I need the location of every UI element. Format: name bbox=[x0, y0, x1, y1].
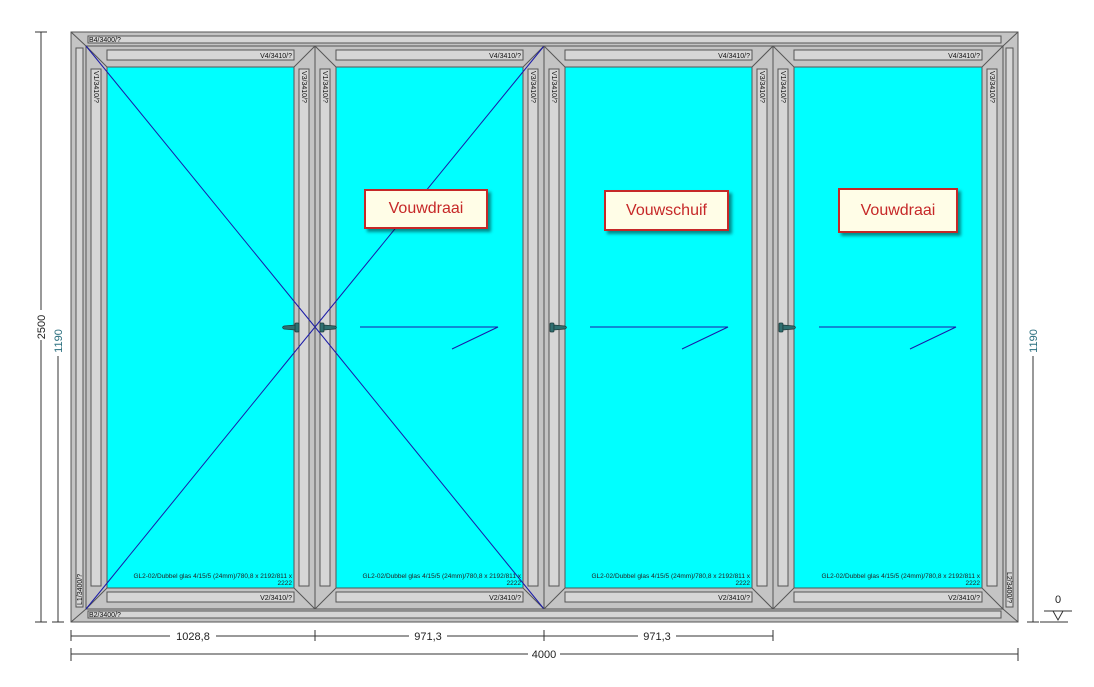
dimension-segment-3: 971,3 bbox=[643, 631, 671, 643]
panel-2: V4/3410/? V2/3410/? V1/3410/? V3/3410/? … bbox=[314, 45, 545, 610]
handle-icon bbox=[319, 322, 337, 333]
profile-label-top: V4/3410/? bbox=[718, 53, 750, 60]
glass-spec-label-size: 2222 bbox=[278, 580, 293, 587]
dimension-segment-1: 1028,8 bbox=[176, 631, 210, 643]
profile-label-right: V3/3410/? bbox=[988, 71, 995, 103]
sliding-arrow bbox=[590, 326, 729, 350]
glass-spec-label-size: 2222 bbox=[966, 580, 981, 587]
panel-3: V4/3410/? V2/3410/? V1/3410/? V3/3410/? … bbox=[543, 45, 774, 610]
profile-label-right: V3/3410/? bbox=[300, 71, 307, 103]
frame-label-top: B4/3400/? bbox=[89, 37, 121, 44]
panel-1: V4/3410/? V2/3410/? V1/3410/? V3/3410/? … bbox=[85, 45, 316, 610]
dimension-lines-vertical-right bbox=[1027, 326, 1068, 623]
dimension-total-height: 2500 bbox=[36, 315, 48, 339]
dimension-handle-height-left: 1190 bbox=[53, 329, 65, 353]
panel-type-label-vouwschuif: Vouwschuif bbox=[604, 190, 729, 231]
panel-type-label-vouwdraai: Vouwdraai bbox=[364, 189, 488, 229]
profile-label-right: V3/3410/? bbox=[529, 71, 536, 103]
dimension-total-width: 4000 bbox=[532, 649, 556, 661]
glass-pane bbox=[106, 66, 295, 589]
profile-label-bottom: V2/3410/? bbox=[489, 595, 521, 602]
dimension-segment-2: 971,3 bbox=[414, 631, 442, 643]
glass-spec-label-size: 2222 bbox=[736, 580, 751, 587]
glass-spec-label: GL2-02/Dubbel glas 4/15/5 (24mm)/780,8 x… bbox=[133, 573, 292, 580]
handle-icon bbox=[778, 322, 796, 333]
glass-spec-label-size: 2222 bbox=[507, 580, 522, 587]
profile-label-top: V4/3410/? bbox=[489, 53, 521, 60]
profile-label-right: V3/3410/? bbox=[758, 71, 765, 103]
glass-spec-label: GL2-02/Dubbel glas 4/15/5 (24mm)/780,8 x… bbox=[821, 573, 980, 580]
profile-label-bottom: V2/3410/? bbox=[948, 595, 980, 602]
opening-indicator-lines bbox=[314, 45, 545, 610]
level-marker-icon bbox=[1044, 610, 1072, 622]
sill-level-value: 0 bbox=[1055, 594, 1061, 606]
dimension-handle-height-right: 1190 bbox=[1028, 329, 1040, 353]
profile-label-left: V1/3410/? bbox=[550, 71, 557, 103]
frame-label-right: L2/3400/? bbox=[1005, 572, 1012, 603]
profile-label-left: V1/3410/? bbox=[779, 71, 786, 103]
profile-label-left: V1/3410/? bbox=[321, 71, 328, 103]
sliding-arrow bbox=[360, 326, 499, 350]
handle-icon bbox=[282, 322, 300, 333]
handle-icon bbox=[549, 322, 567, 333]
profile-label-top: V4/3410/? bbox=[948, 53, 980, 60]
profile-label-top: V4/3410/? bbox=[260, 53, 292, 60]
glass-spec-label: GL2-02/Dubbel glas 4/15/5 (24mm)/780,8 x… bbox=[362, 573, 521, 580]
glass-spec-label: GL2-02/Dubbel glas 4/15/5 (24mm)/780,8 x… bbox=[591, 573, 750, 580]
panel-type-label-vouwdraai-2: Vouwdraai bbox=[838, 188, 958, 233]
profile-label-bottom: V2/3410/? bbox=[260, 595, 292, 602]
frame-label-bottom: B2/3400/? bbox=[89, 612, 121, 619]
panel-4: V4/3410/? V2/3410/? V1/3410/? V3/3410/? … bbox=[772, 45, 1004, 610]
profile-label-bottom: V2/3410/? bbox=[718, 595, 750, 602]
opening-indicator-lines bbox=[85, 45, 316, 610]
profile-label-left: V1/3410/? bbox=[92, 71, 99, 103]
sliding-arrow bbox=[819, 326, 957, 350]
frame-label-left: L1/3400/? bbox=[77, 574, 84, 605]
